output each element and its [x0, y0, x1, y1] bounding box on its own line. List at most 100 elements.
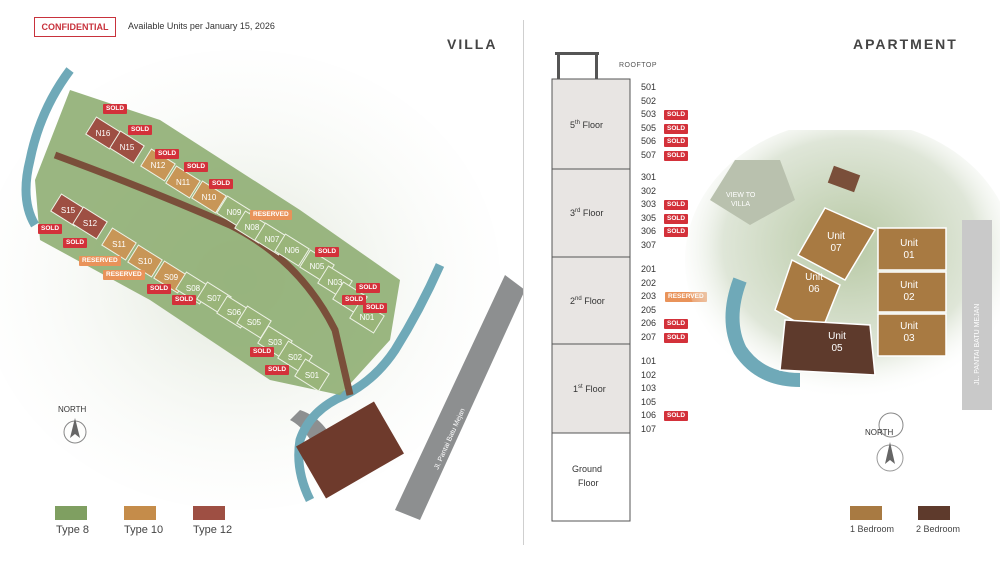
floor-2-block	[551, 256, 631, 345]
floor-3-label: 3rd Floor	[570, 208, 603, 218]
villa-plot-s10	[127, 244, 163, 278]
unit-03-block	[877, 313, 947, 357]
unit-reserved-badge: RESERVED	[665, 292, 707, 303]
unit-number: 301	[641, 172, 657, 182]
unit-number: 201	[641, 264, 657, 274]
unit-sold-badge: SOLD	[664, 333, 689, 343]
unit-number: 203	[641, 291, 657, 302]
floor-5-block	[551, 78, 631, 170]
apartment-building-section: 5th Floor 3rd Floor 2nd Floor 1st Floor …	[551, 52, 631, 522]
legend-2bedroom-label: 2 Bedroom	[916, 524, 961, 534]
unit-number: 102	[641, 369, 657, 380]
unit-number: 501	[641, 82, 657, 92]
unit-number: 306	[641, 226, 657, 237]
unit-sold-badge: SOLD	[664, 319, 689, 330]
unit-number: 202	[641, 277, 657, 288]
villa-sold-badge: SOLD	[63, 238, 88, 248]
villa-plot-label: S02	[288, 353, 303, 362]
villa-plot-label: N05	[310, 262, 325, 271]
unit-01-block	[877, 227, 947, 271]
road-shape	[395, 275, 523, 520]
villa-reserved-badge: RESERVED	[250, 210, 292, 220]
floor-5-label: 5th Floor	[570, 120, 603, 130]
unit-sold-badge: SOLD	[664, 151, 689, 161]
unit-number: 101	[641, 356, 657, 366]
villa-reserved-badge: RESERVED	[79, 256, 121, 266]
floor-1-label: 1st Floor	[573, 384, 606, 394]
legend-type10-swatch	[124, 506, 156, 520]
unit-07-block	[796, 207, 877, 281]
unit-number: 505	[641, 122, 657, 133]
svg-text:VILLA: VILLA	[731, 201, 750, 208]
legend-type8-label: Type 8	[56, 524, 90, 536]
rooftop-label: ROOFTOP	[619, 62, 657, 69]
villa-sold-badge: SOLD	[250, 347, 275, 357]
ground-floor-label-1: Ground	[572, 464, 602, 474]
ground-floor-label-2: Floor	[578, 478, 599, 488]
view-to-villa-area	[710, 160, 795, 225]
villa-plot-label: S07	[207, 294, 222, 303]
villa-sold-badge: SOLD	[103, 104, 128, 114]
villa-plot-label: S01	[305, 371, 320, 380]
legend-type12-swatch	[193, 506, 225, 520]
apartment-river	[725, 277, 801, 387]
villa-plot-label: N03	[328, 278, 343, 287]
legend-type10-label: Type 10	[124, 524, 164, 536]
villa-plot-label: N07	[265, 235, 280, 244]
villa-site-map: N16N15N12N11N10N09N08N07N06N05N03N02N01S…	[0, 50, 523, 520]
villa-plot-label: N11	[176, 178, 191, 187]
villa-sold-badge: SOLD	[315, 247, 340, 257]
unit-sold-badge: SOLD	[664, 110, 689, 121]
unit-05-block	[779, 319, 876, 376]
ground-floor-block	[551, 432, 631, 522]
villa-sold-badge: SOLD	[209, 179, 234, 189]
unit-number: 302	[641, 185, 657, 196]
villa-plot-label: S11	[112, 240, 126, 249]
villa-plot-label: S09	[164, 273, 179, 282]
floor-1-block	[551, 343, 631, 434]
unit-sold-badge: SOLD	[664, 213, 689, 224]
villa-plot-s12	[72, 206, 108, 240]
villa-plot-label: N09	[227, 208, 242, 217]
villa-plot-n11	[165, 165, 201, 199]
villa-plot-n15	[109, 130, 145, 164]
villa-reserved-badge: RESERVED	[103, 270, 145, 280]
apartment-north-label: NORTH	[865, 428, 894, 437]
villa-site-ground	[35, 90, 400, 395]
unit-number: 502	[641, 95, 657, 106]
unit-number: 305	[641, 212, 657, 223]
villa-sold-badge: SOLD	[184, 162, 209, 172]
villa-plot-label: S03	[268, 338, 283, 347]
villa-sold-badge: SOLD	[356, 283, 381, 293]
villa-sold-badge: SOLD	[265, 365, 290, 375]
villa-path	[53, 151, 354, 396]
unit-number: 506	[641, 136, 657, 147]
unit-sold-badge: SOLD	[664, 123, 689, 134]
north-compass-icon	[876, 442, 904, 472]
unit-sold-badge: SOLD	[664, 200, 689, 211]
unit-number: 503	[641, 109, 657, 120]
unit-number: 106	[641, 410, 657, 421]
apartment-title: APARTMENT	[853, 36, 958, 52]
apartment-north-arrow	[878, 412, 904, 438]
villa-plot-label: N01	[360, 313, 375, 322]
unit-sold-badge: SOLD	[664, 137, 689, 148]
river	[21, 67, 74, 228]
villa-sold-badge: SOLD	[363, 303, 388, 313]
villa-plot-label: N10	[202, 193, 217, 202]
unit-number: 107	[641, 424, 657, 434]
villa-plot-label: S15	[61, 206, 76, 215]
villa-sold-badge: SOLD	[147, 284, 172, 294]
villa-sold-badge: SOLD	[342, 295, 367, 305]
legend-type8-swatch	[55, 506, 87, 520]
villa-plot-label: S06	[227, 308, 242, 317]
unit-number: 507	[641, 150, 657, 160]
clubhouse-building	[296, 401, 404, 499]
villa-plot-label: N15	[120, 143, 135, 152]
